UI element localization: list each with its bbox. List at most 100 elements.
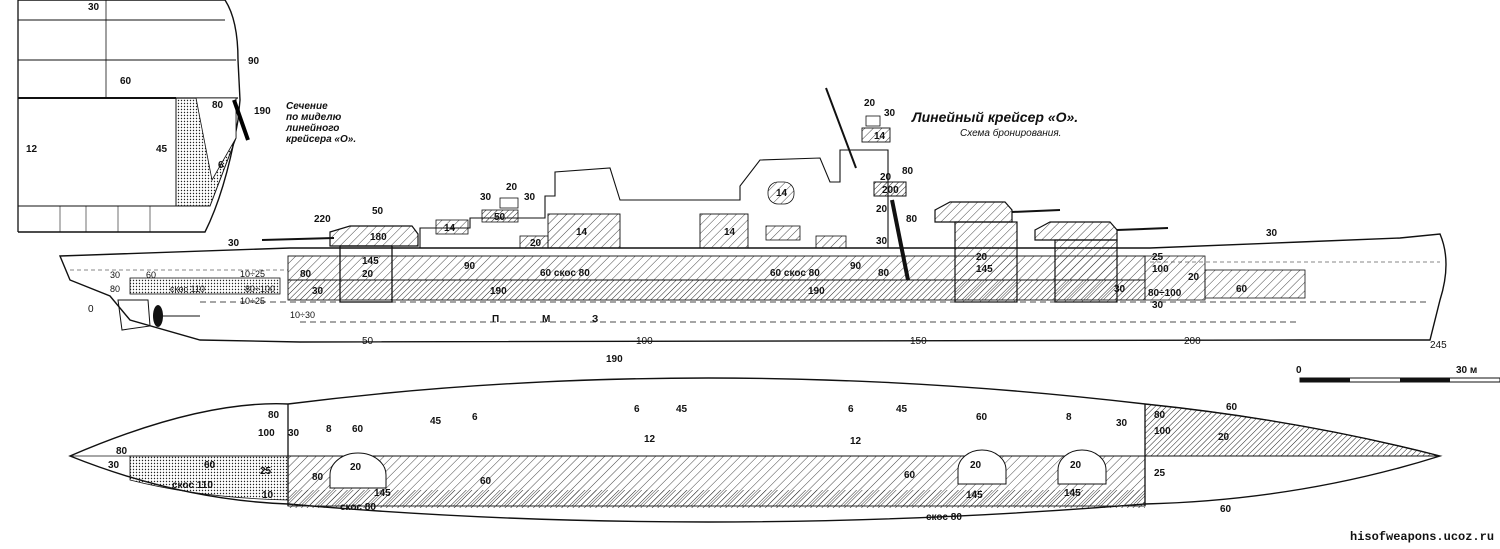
ct-80b: 80 <box>906 214 918 225</box>
hangar-14b: 14 <box>576 227 588 238</box>
plan-12b: 12 <box>850 436 862 447</box>
plan-20c-b: 20 <box>1070 460 1082 471</box>
plan-30a: 30 <box>288 428 300 439</box>
plan-aft-25: 25 <box>1154 468 1166 479</box>
plan-190: 190 <box>606 354 623 365</box>
skos-b: 60 скос 80 <box>770 268 820 279</box>
turret-roof-220: 220 <box>314 214 331 225</box>
main-belt-190-r: 190 <box>808 286 825 297</box>
tower-30: 30 <box>884 108 896 119</box>
main-belt-190: 190 <box>490 286 507 297</box>
midship-section: 30 90 60 190 80 12 45 6 <box>17 0 271 233</box>
plan-80a: 80 <box>312 472 324 483</box>
conning-tower-200: 200 <box>882 185 899 196</box>
sec-label-80: 80 <box>212 100 224 111</box>
plan-45c: 45 <box>896 404 908 415</box>
sec-gun-30c: 30 <box>524 192 536 203</box>
aft-30: 30 <box>1114 284 1126 295</box>
plan-12a: 12 <box>644 434 656 445</box>
hangar-14c: 14 <box>724 227 736 238</box>
aft-20: 20 <box>976 252 988 263</box>
scale-end: 30 м <box>1456 365 1477 376</box>
bow-10-25: 10÷25 <box>240 269 265 279</box>
upper-belt-90: 90 <box>464 261 476 272</box>
sec-label-90: 90 <box>248 56 260 67</box>
bow-skos-110: скос 110 <box>170 284 205 294</box>
plan-60d: 60 <box>480 476 492 487</box>
ct-30: 30 <box>876 236 888 247</box>
plan-45b: 45 <box>676 404 688 415</box>
plan-60a: 60 <box>352 424 364 435</box>
plan-80: 80 <box>268 410 280 421</box>
aft-25: 25 <box>1152 252 1164 263</box>
bow-60: 60 <box>146 270 156 280</box>
plan-view: 190 80 100 30 8 60 45 6 6 45 6 45 60 8 3… <box>68 354 1443 523</box>
belt-30: 30 <box>312 286 324 297</box>
frame-100: 100 <box>636 336 653 347</box>
ct-20b: 20 <box>876 204 888 215</box>
hangar-14a: 14 <box>444 223 456 234</box>
sec-label-45: 45 <box>156 144 168 155</box>
belt-80: 80 <box>300 269 312 280</box>
sec-label-30: 30 <box>88 2 100 13</box>
plan-bow-10: 10 <box>262 490 274 501</box>
plan-145c: 145 <box>1064 488 1081 499</box>
sec-label-12: 12 <box>26 144 38 155</box>
barbette-145: 145 <box>362 256 379 267</box>
caption-line-4: крейсера «О». <box>286 134 356 145</box>
ct-80c: 80 <box>878 268 890 279</box>
plan-45a: 45 <box>430 416 442 427</box>
turret-top-50: 50 <box>372 206 384 217</box>
turret-face-180: 180 <box>370 232 387 243</box>
skos-a: 60 скос 80 <box>540 268 590 279</box>
sec-gun-20: 20 <box>530 238 542 249</box>
plan-20b: 20 <box>970 460 982 471</box>
plan-145b: 145 <box>966 490 983 501</box>
upper-belt-90-r: 90 <box>850 261 862 272</box>
plan-8a: 8 <box>326 424 332 435</box>
plan-bow-60: 60 <box>204 460 216 471</box>
bow-10-30: 10÷30 <box>290 310 315 320</box>
barbette-20: 20 <box>362 269 374 280</box>
hull-letter-p: П <box>492 314 499 325</box>
plan-20a: 20 <box>350 462 362 473</box>
bow-80-100: 80÷100 <box>245 284 275 294</box>
plan-60e: 60 <box>904 470 916 481</box>
ct-20a: 20 <box>880 172 892 183</box>
deck-armor-30-left: 30 <box>228 238 240 249</box>
sec-label-6: 6 <box>218 160 224 171</box>
hull-letter-z: З <box>592 314 598 325</box>
plan-145a: 145 <box>374 488 391 499</box>
section-caption: Сечение по миделю линейного крейсера «О»… <box>285 101 356 145</box>
bow-10-25-b: 10÷25 <box>240 296 265 306</box>
plan-6a: 6 <box>472 412 478 423</box>
sec-gun-30: 30 <box>480 192 492 203</box>
tower-20: 20 <box>864 98 876 109</box>
hull-letter-m: М <box>542 314 550 325</box>
plan-skos-80b: скос 80 <box>926 512 962 523</box>
bow-80: 80 <box>110 284 120 294</box>
ct-80a: 80 <box>902 166 914 177</box>
aft-100: 100 <box>1152 264 1169 275</box>
aft-145: 145 <box>976 264 993 275</box>
plan-skos-80a: скос 80 <box>340 502 376 513</box>
sec-label-60: 60 <box>120 76 132 87</box>
aft-20b: 20 <box>1188 272 1200 283</box>
plan-30b: 30 <box>1116 418 1128 429</box>
sec-label-190: 190 <box>254 106 271 117</box>
caption-line-1: Сечение <box>286 101 328 112</box>
sec-gun-50: 50 <box>494 212 506 223</box>
aft-30b: 30 <box>1152 300 1164 311</box>
bow-30: 30 <box>110 270 120 280</box>
plan-bow-skos: скос 110 <box>172 480 213 491</box>
hangar-14d: 14 <box>776 188 788 199</box>
plan-6b: 6 <box>634 404 640 415</box>
plan-bow-80: 80 <box>116 446 128 457</box>
frame-200: 200 <box>1184 336 1201 347</box>
watermark: hisofweapons.ucoz.ru <box>1350 530 1494 544</box>
plan-60c: 60 <box>1226 402 1238 413</box>
diagram-subtitle: Схема бронирования. <box>960 127 1061 139</box>
deck-armor-30-right: 30 <box>1266 228 1278 239</box>
